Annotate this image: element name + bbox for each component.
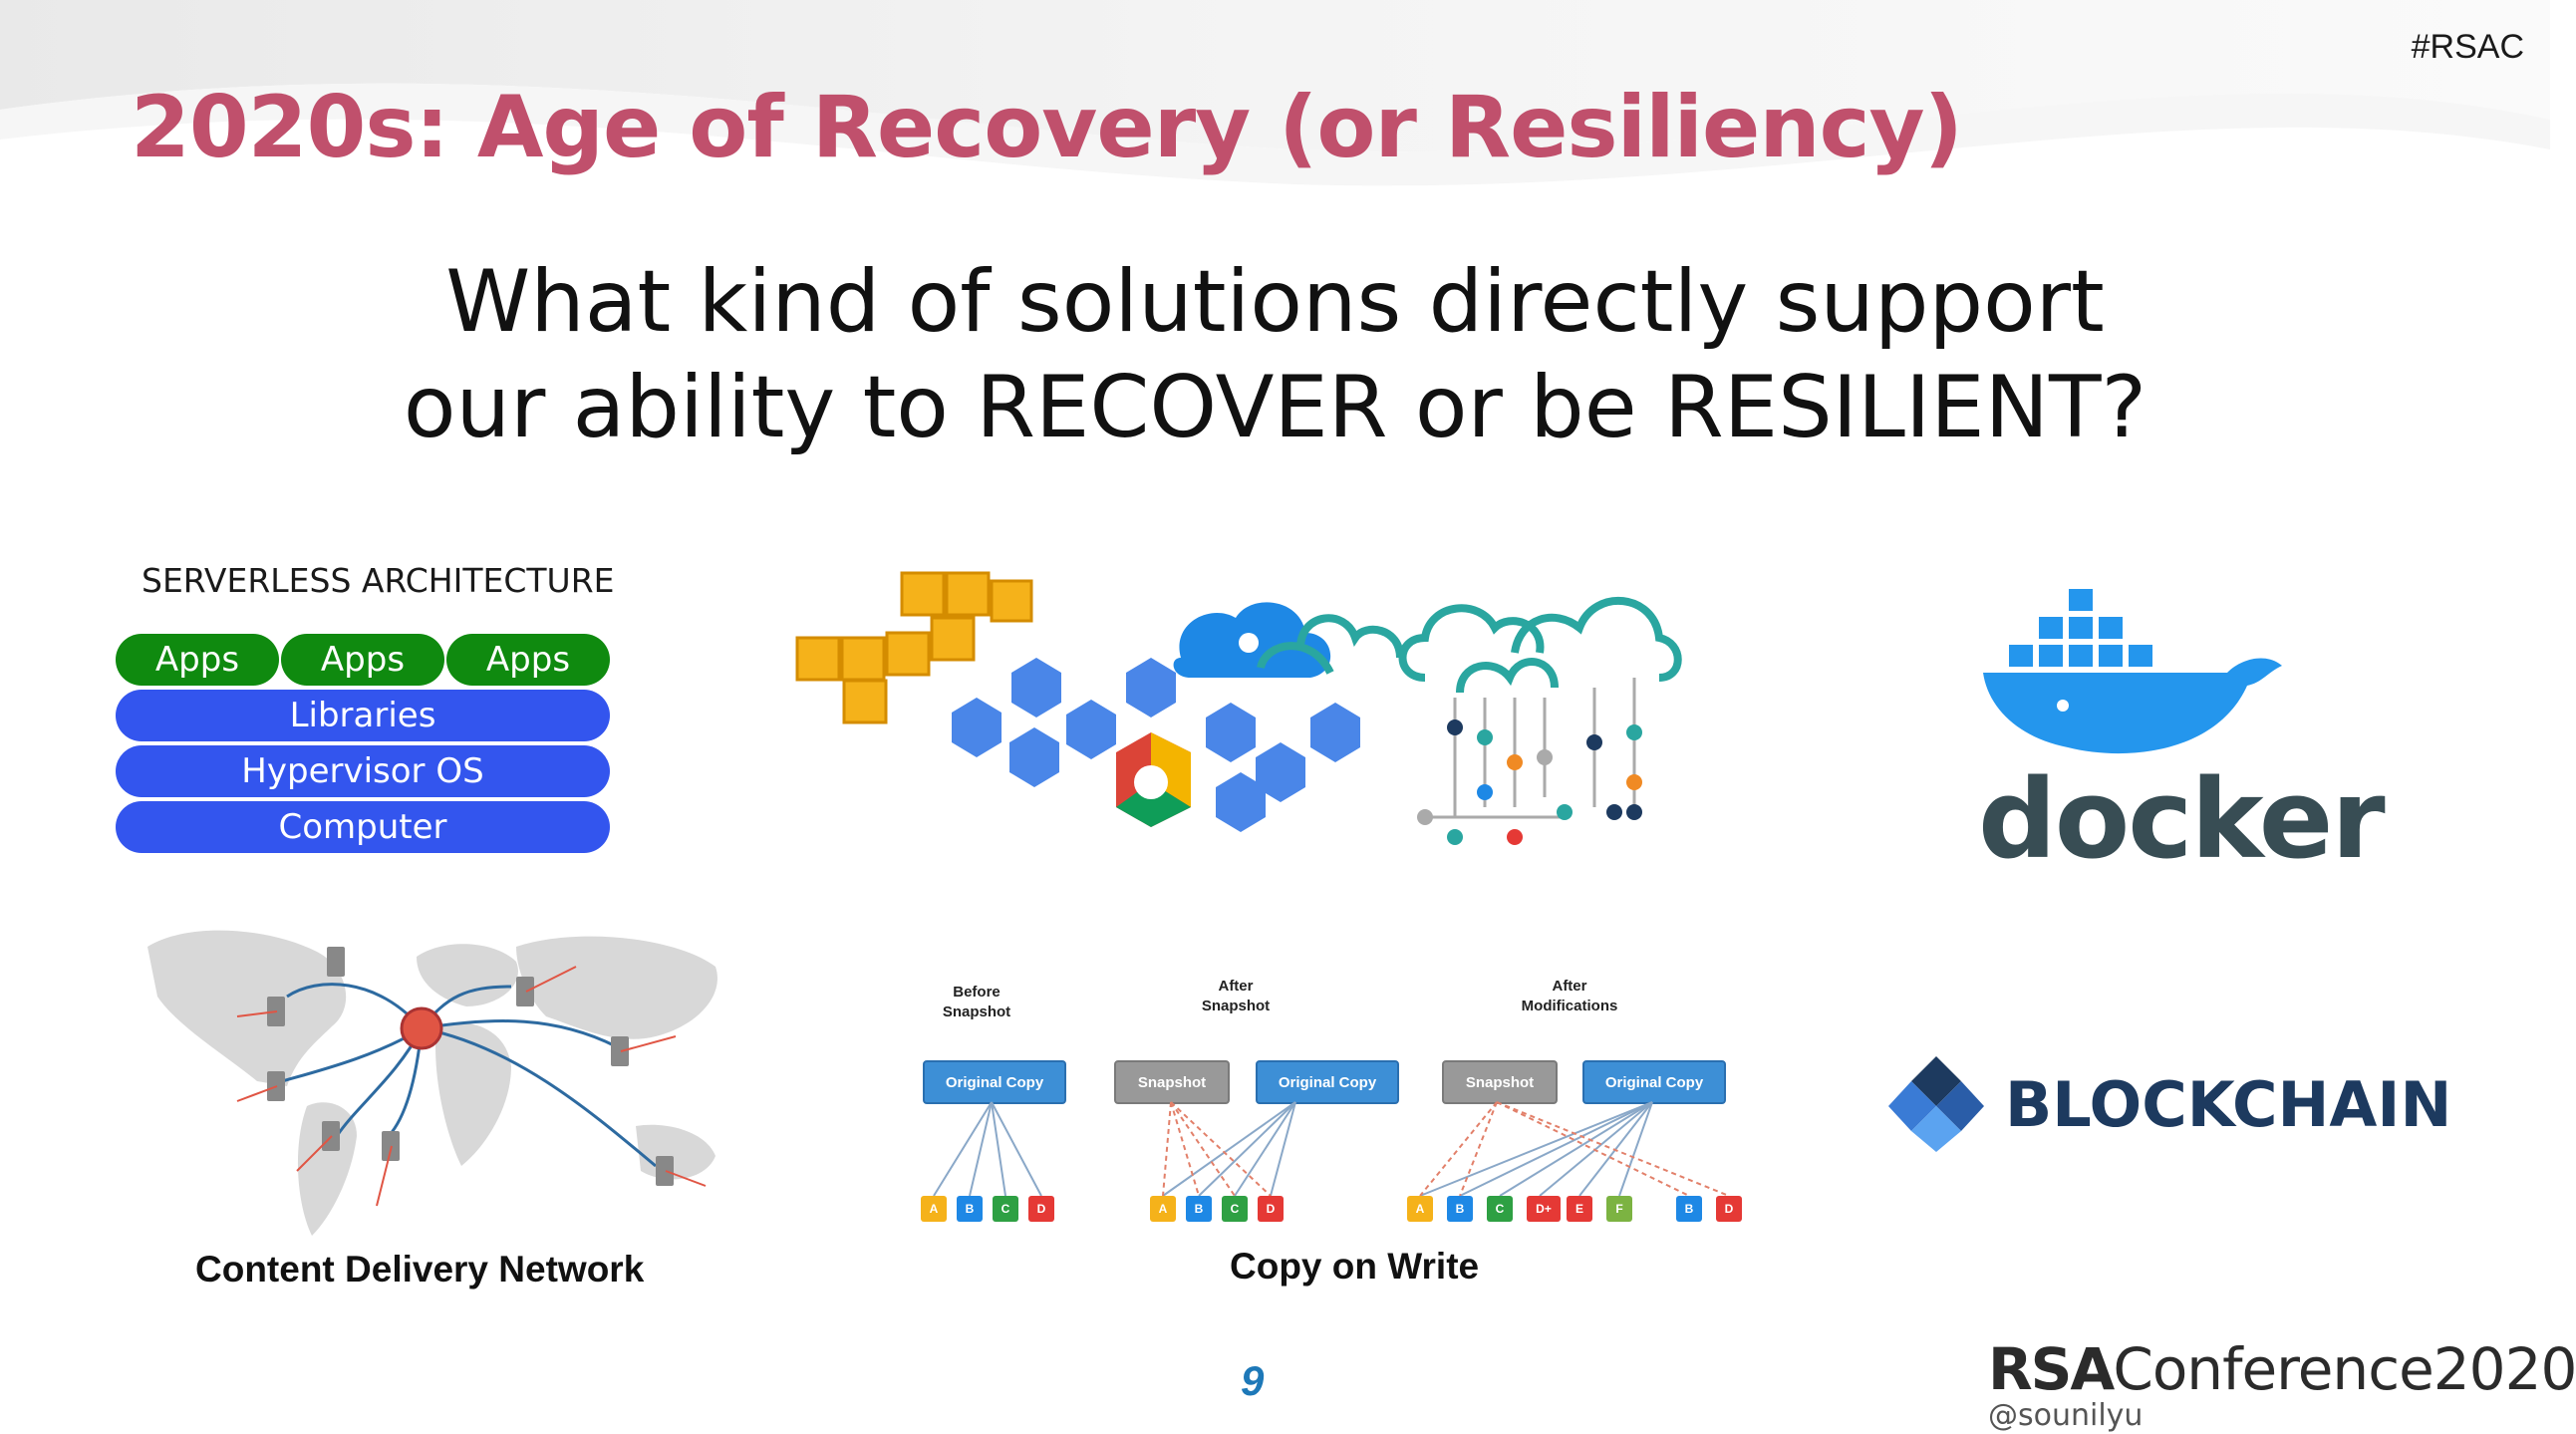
cow-block: A <box>1150 1196 1176 1222</box>
cow-block: B <box>1676 1196 1702 1222</box>
question-line-1: What kind of solutions directly support <box>445 252 2105 352</box>
cow-block: B <box>1186 1196 1212 1222</box>
computer-layer: Computer <box>116 801 610 853</box>
cow-block: F <box>1606 1196 1632 1222</box>
rsac-hashtag: #RSAC <box>2411 28 2524 66</box>
cow-block: B <box>957 1196 983 1222</box>
cow-block: D+ <box>1527 1196 1561 1222</box>
cow-block: B <box>1447 1196 1473 1222</box>
blockchain-diamond-icon <box>1888 1056 1984 1152</box>
cdn-caption: Content Delivery Network <box>195 1249 645 1290</box>
cow-block: C <box>1487 1196 1513 1222</box>
serverless-title: SERVERLESS ARCHITECTURE <box>142 561 615 600</box>
cow-label-after-snapshot: After Snapshot <box>1201 978 1271 1014</box>
question-line-2: our ability to RECOVER or be RESILIENT? <box>403 358 2147 457</box>
hypervisor-layer: Hypervisor OS <box>116 745 610 797</box>
cow-original-copy-3: Original Copy <box>1582 1060 1726 1104</box>
docker-wordmark: docker <box>1978 755 2386 883</box>
blockchain-wordmark: BLOCKCHAIN <box>2005 1068 2452 1141</box>
cow-block: A <box>921 1196 947 1222</box>
rsa-conference-logo: RSAConference2020 <box>1988 1335 2576 1403</box>
cow-label-after-modifications: After Modifications <box>1521 978 1618 1014</box>
apps-pill-2: Apps <box>281 634 444 686</box>
speaker-handle: @sounilyu <box>1988 1398 2144 1433</box>
cow-link-lines <box>933 1101 1730 1197</box>
cow-label-before: Before Snapshot <box>942 984 1011 1020</box>
cdn-world-map <box>118 907 735 1251</box>
cow-caption: Copy on Write <box>1230 1246 1480 1287</box>
cow-original-copy-1: Original Copy <box>923 1060 1066 1104</box>
cow-block: C <box>1222 1196 1248 1222</box>
cow-original-copy-2: Original Copy <box>1256 1060 1399 1104</box>
apps-pill-3: Apps <box>446 634 610 686</box>
slide-question: What kind of solutions directly support … <box>0 249 2550 460</box>
cow-block: D <box>1716 1196 1742 1222</box>
slide-title: 2020s: Age of Recovery (or Resiliency) <box>131 78 1963 177</box>
apps-pill-1: Apps <box>116 634 279 686</box>
cow-block: E <box>1567 1196 1592 1222</box>
network-cloud-graphic <box>1398 596 1682 845</box>
cow-block: D <box>1258 1196 1284 1222</box>
docker-whale-icon <box>1983 587 2282 754</box>
cow-block: A <box>1407 1196 1433 1222</box>
cow-block: C <box>993 1196 1018 1222</box>
page-number: 9 <box>1241 1357 1265 1404</box>
header-swoosh <box>0 0 2550 186</box>
rsa-logo-bold: RSA <box>1988 1335 2115 1403</box>
libraries-layer: Libraries <box>116 690 610 741</box>
rsa-logo-light: Conference2020 <box>2113 1335 2576 1403</box>
cow-block: D <box>1028 1196 1054 1222</box>
cloud-services-graphic <box>795 571 1404 832</box>
